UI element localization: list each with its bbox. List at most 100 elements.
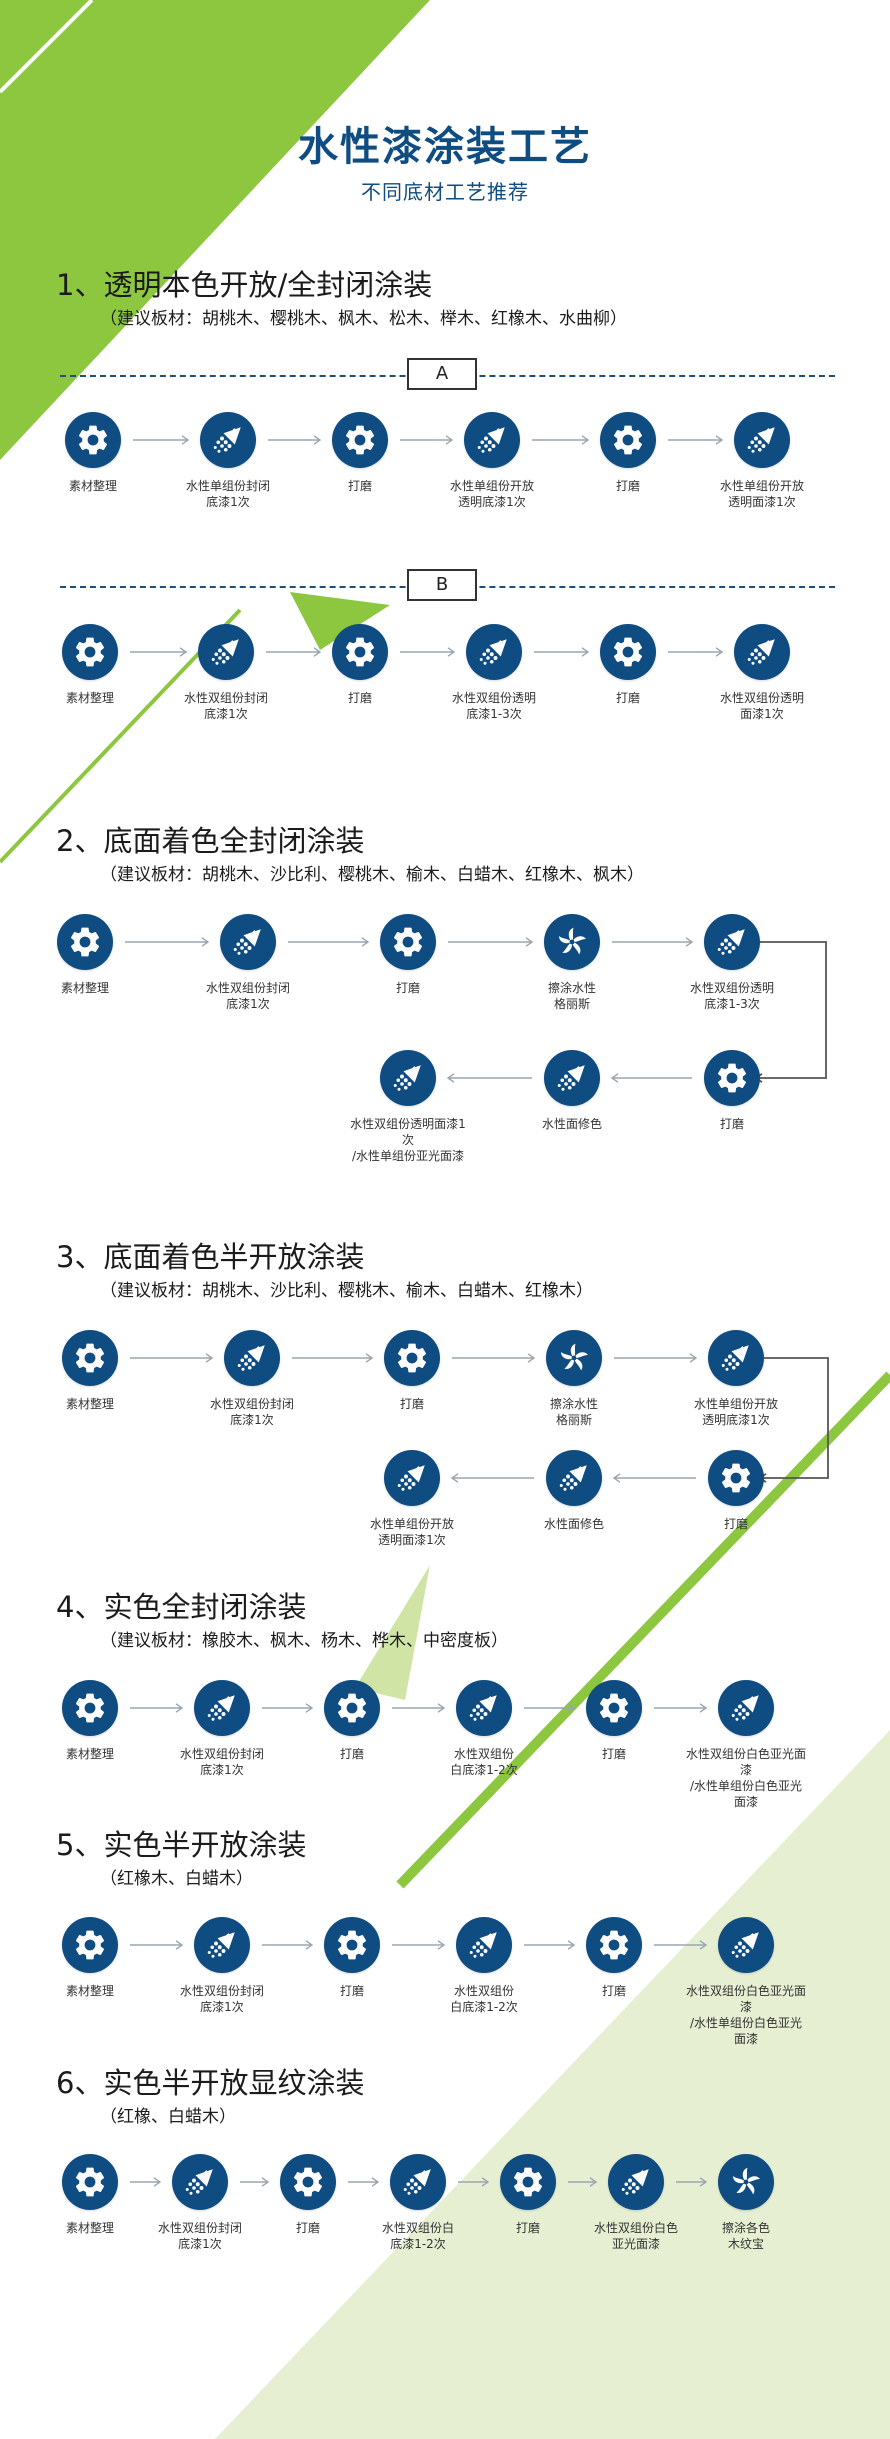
section-2-title: 2、底面着色全封闭涂装 (56, 824, 365, 858)
gear-icon (380, 914, 436, 970)
sec3-step-1: 素材整理 (28, 1330, 152, 1412)
step-caption: 素材整理 (65, 1984, 114, 1998)
sec6-step-4: 水性双组份白 底漆1-2次 (356, 2154, 480, 2252)
sec6-step-1: 素材整理 (28, 2154, 152, 2236)
sec6-step-6: 水性双组份白色 亚光面漆 (574, 2154, 698, 2252)
gear-icon (62, 1330, 118, 1386)
sec2-step-5: 水性双组份透明 底漆1-3次 (670, 914, 794, 1012)
spray-gun-icon (718, 1680, 774, 1736)
sec2-step-2: 水性双组份封闭 底漆1次 (186, 914, 310, 1012)
step-caption: 打磨 (615, 691, 640, 705)
sec5-step-5: 打磨 (552, 1917, 676, 1999)
sec1a-step-1: 素材整理 (31, 412, 155, 494)
spray-gun-icon (734, 624, 790, 680)
section-3-subtitle: （建议板材：胡桃木、沙比利、樱桃木、榆木、白蜡木、红橡木） (100, 1281, 593, 1301)
step-caption: 水性双组份透明 底漆1-3次 (689, 981, 774, 1011)
step-caption: 打磨 (615, 479, 640, 493)
step-caption: 水性双组份透明 底漆1-3次 (451, 691, 536, 721)
sec5-step-2: 水性双组份封闭 底漆1次 (160, 1917, 284, 2015)
section-4-subtitle: （建议板材：橡胶木、枫木、杨木、桦木、中密度板） (100, 1631, 508, 1651)
light-green-arrow-shape (355, 1565, 430, 1700)
sec3-step-5: 水性单组份开放 透明底漆1次 (674, 1330, 798, 1428)
step-caption: 水性双组份封闭 底漆1次 (209, 1397, 294, 1427)
gear-icon (586, 1917, 642, 1973)
gear-icon (384, 1330, 440, 1386)
step-caption: 打磨 (347, 479, 372, 493)
spray-gun-icon (198, 624, 254, 680)
gear-icon (600, 624, 656, 680)
step-caption: 水性单组份开放 透明底漆1次 (449, 479, 534, 509)
sec5-step-3: 打磨 (290, 1917, 414, 1999)
sec5-step-4: 水性双组份 白底漆1-2次 (422, 1917, 546, 2015)
step-caption: 水性单组份开放 透明面漆1次 (719, 479, 804, 509)
section-6-title: 6、实色半开放显纹涂装 (56, 2066, 365, 2100)
green-arrow-shape (290, 592, 390, 650)
section-1-title: 1、透明本色开放/全封闭涂装 (56, 268, 433, 302)
spray-gun-icon (718, 1917, 774, 1973)
step-caption: 素材整理 (68, 479, 117, 493)
sec4-step-5: 打磨 (552, 1680, 676, 1762)
gear-icon (280, 2154, 336, 2210)
spray-gun-icon (456, 1680, 512, 1736)
sec3-step-7: 水性面修色 (512, 1450, 636, 1532)
section-1-subtitle: （建议板材：胡桃木、樱桃木、枫木、松木、榉木、红橡木、水曲柳） (100, 309, 627, 329)
swirl-icon (546, 1330, 602, 1386)
section-6-subtitle: （红橡、白蜡木） (100, 2107, 236, 2127)
step-caption: 素材整理 (60, 981, 109, 995)
spray-gun-icon (220, 914, 276, 970)
spray-gun-icon (704, 914, 760, 970)
sec1b-step-1: 素材整理 (28, 624, 152, 706)
spray-gun-icon (194, 1917, 250, 1973)
step-caption: 打磨 (339, 1747, 364, 1761)
step-caption: 擦涂水性 格丽斯 (547, 981, 596, 1011)
step-caption: 水性面修色 (541, 1117, 602, 1131)
spray-gun-icon (466, 624, 522, 680)
step-caption: 水性双组份封闭 底漆1次 (179, 1747, 264, 1777)
page-subtitle: 不同底材工艺推荐 (361, 180, 529, 204)
sec2-step-3: 打磨 (346, 914, 470, 996)
sec1b-step-3: 打磨 (298, 624, 422, 706)
step-caption: 水性双组份封闭 底漆1次 (183, 691, 268, 721)
section-3-title: 3、底面着色半开放涂装 (56, 1240, 365, 1274)
gear-icon (708, 1450, 764, 1506)
spray-gun-icon (464, 412, 520, 468)
sec2-step-8: 水性双组份透明面漆1次 /水性单组份亚光面漆 (346, 1050, 470, 1164)
gear-icon (600, 412, 656, 468)
gear-icon (704, 1050, 760, 1106)
group-a-label: A (407, 358, 477, 390)
top-left-green-triangle (0, 0, 430, 460)
bottom-right-light-green-triangle (215, 1730, 890, 2439)
gear-icon (65, 412, 121, 468)
gear-icon (62, 1680, 118, 1736)
gear-icon (62, 2154, 118, 2210)
spray-gun-icon (734, 412, 790, 468)
step-caption: 擦涂水性 格丽斯 (549, 1397, 598, 1427)
sec6-step-7: 擦涂各色 木纹宝 (684, 2154, 808, 2252)
section-2-subtitle: （建议板材：胡桃木、沙比利、樱桃木、榆木、白蜡木、红橡木、枫木） (100, 865, 644, 885)
step-caption: 水性单组份封闭 底漆1次 (185, 479, 270, 509)
gear-icon (332, 412, 388, 468)
step-caption: 水性双组份白色亚光面漆 /水性单组份白色亚光面漆 (685, 1747, 806, 1809)
gear-icon (57, 914, 113, 970)
sec4-step-6: 水性双组份白色亚光面漆 /水性单组份白色亚光面漆 (684, 1680, 808, 1810)
step-caption: 打磨 (723, 1517, 748, 1531)
spray-gun-icon (546, 1450, 602, 1506)
gear-icon (500, 2154, 556, 2210)
step-caption: 水性双组份白色亚光面漆 /水性单组份白色亚光面漆 (685, 1984, 806, 2046)
spray-gun-icon (380, 1050, 436, 1106)
sec1b-step-5: 打磨 (566, 624, 690, 706)
step-caption: 水性双组份白色 亚光面漆 (593, 2221, 678, 2251)
spray-gun-icon (384, 1450, 440, 1506)
sec1a-step-2: 水性单组份封闭 底漆1次 (166, 412, 290, 510)
step-caption: 打磨 (601, 1984, 626, 1998)
step-caption: 打磨 (601, 1747, 626, 1761)
sec4-step-3: 打磨 (290, 1680, 414, 1762)
step-caption: 素材整理 (65, 1397, 114, 1411)
step-caption: 水性面修色 (543, 1517, 604, 1531)
swirl-icon (718, 2154, 774, 2210)
sec3-step-6: 打磨 (674, 1450, 798, 1532)
spray-gun-icon (172, 2154, 228, 2210)
step-caption: 打磨 (295, 2221, 320, 2235)
page-title: 水性漆涂装工艺 (298, 124, 592, 170)
section-5-title: 5、实色半开放涂装 (56, 1828, 307, 1862)
